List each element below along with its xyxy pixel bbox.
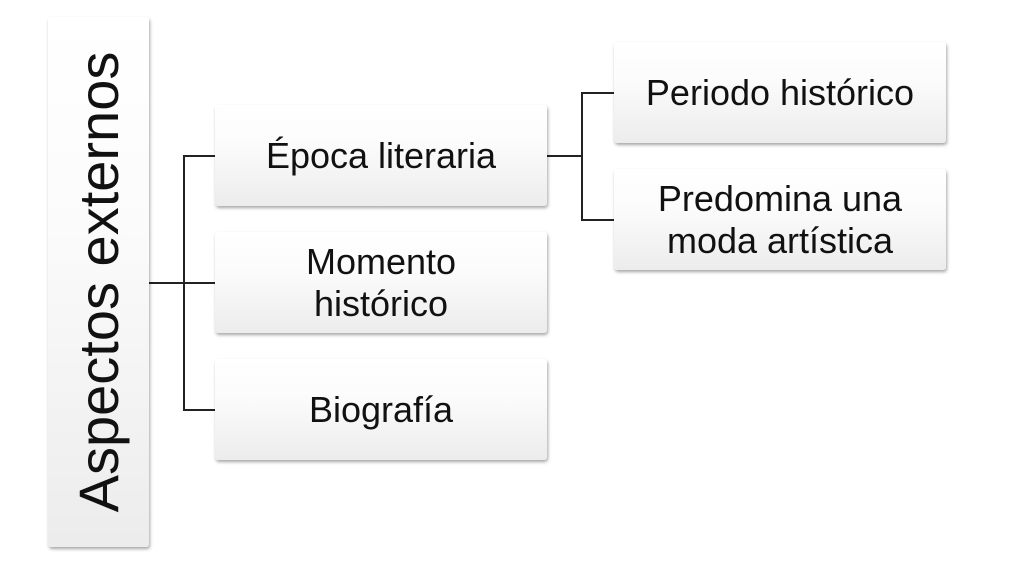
connector-to-periodo <box>581 92 614 94</box>
connector-to-momento <box>183 282 215 284</box>
node-biografia: Biografía <box>215 359 547 460</box>
node-predomina-moda-artistica: Predomina una moda artística <box>614 169 946 270</box>
root-node-aspectos-externos: Aspectos externos <box>48 17 149 547</box>
node-periodo-historico: Periodo histórico <box>614 42 946 143</box>
node-label: Periodo histórico <box>645 71 915 113</box>
connector-root-stem <box>149 282 183 284</box>
connector-level2-spine <box>581 92 583 219</box>
connector-to-biografia <box>183 409 215 411</box>
node-momento-historico: Momento histórico <box>215 232 547 333</box>
connector-epoca-stem <box>547 155 581 157</box>
connector-to-predomina <box>581 219 614 221</box>
node-label: Época literaria <box>265 134 497 176</box>
connector-to-epoca <box>183 155 215 157</box>
node-label: Momento histórico <box>305 241 457 324</box>
node-label: Biografía <box>308 388 454 430</box>
node-label: Predomina una moda artística <box>657 178 903 261</box>
root-node-label: Aspectos externos <box>66 51 130 513</box>
node-epoca-literaria: Época literaria <box>215 105 547 206</box>
